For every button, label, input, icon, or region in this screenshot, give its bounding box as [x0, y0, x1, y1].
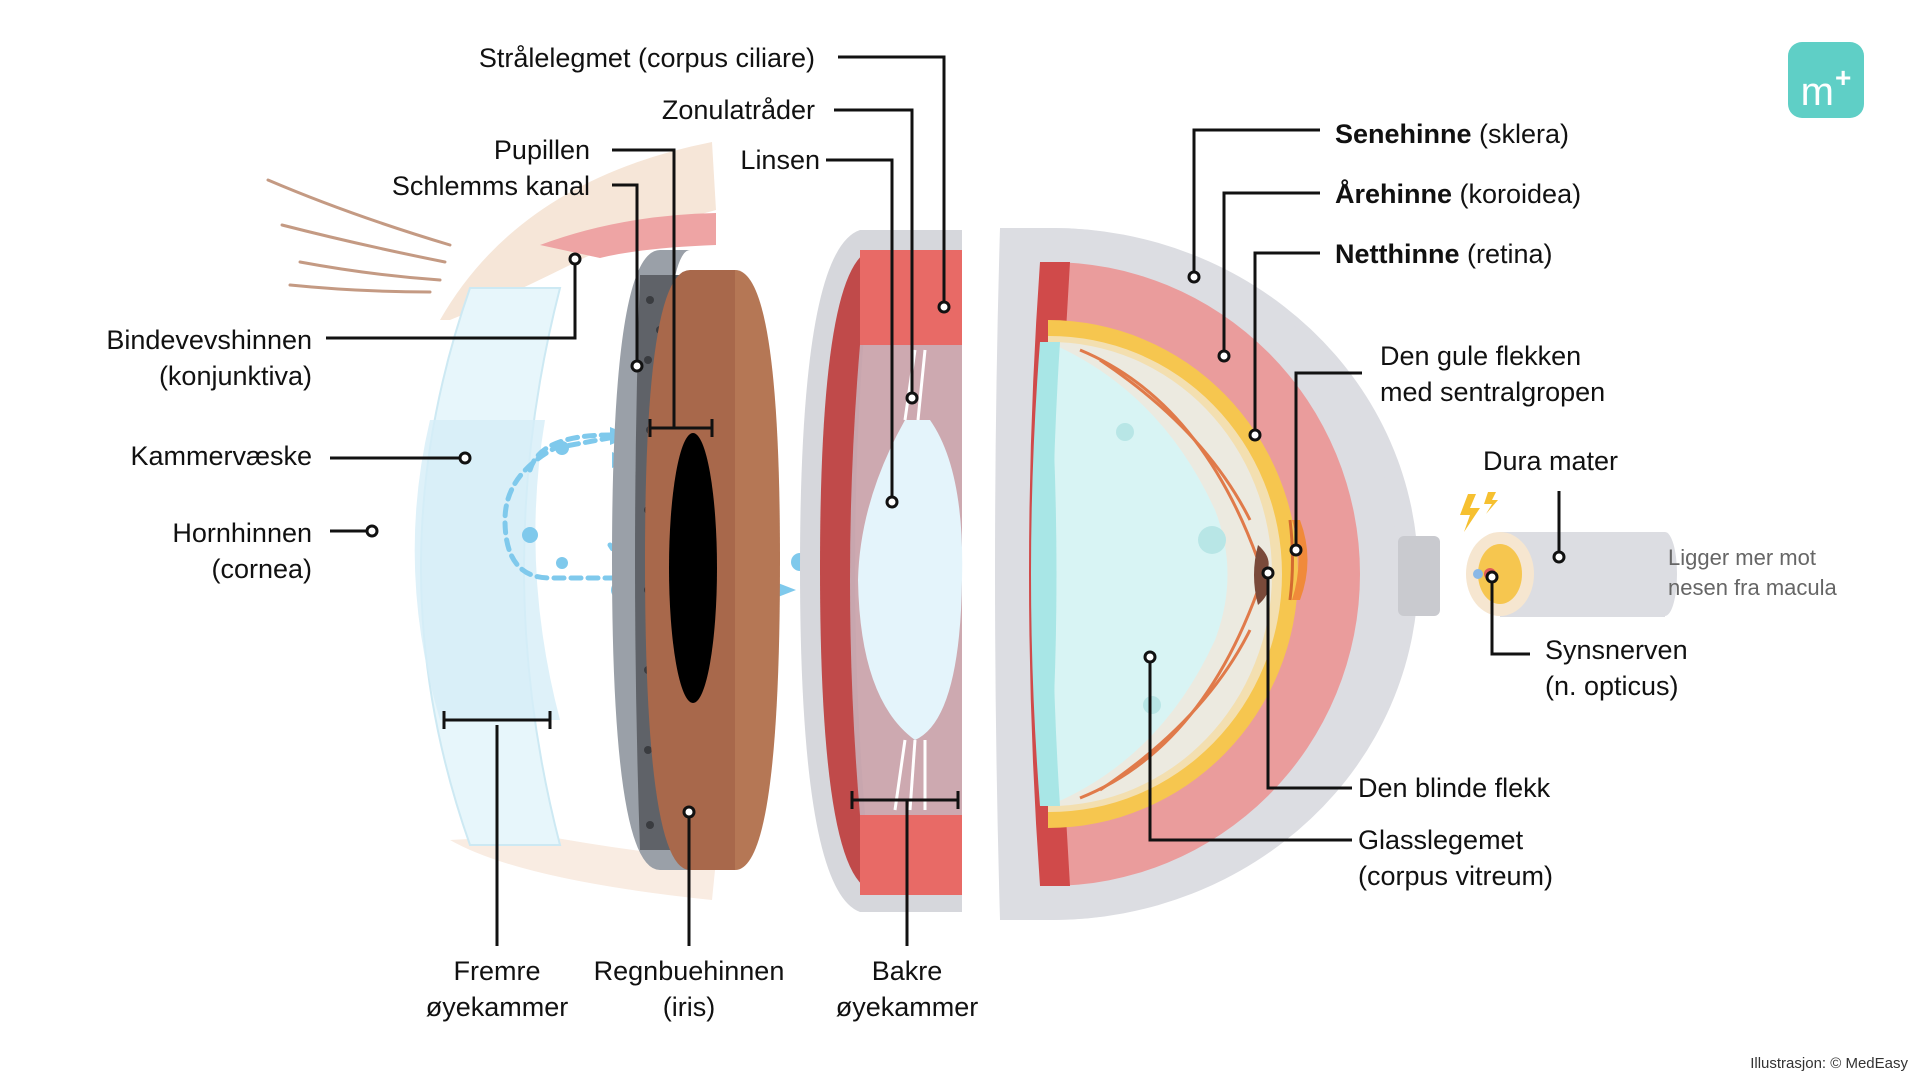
- lower-eyelid: [450, 835, 716, 900]
- logo-letter: m: [1800, 70, 1834, 114]
- label-sklera-bold: Senehinne: [1335, 119, 1472, 149]
- label-dura-mater: Dura mater: [1483, 446, 1619, 476]
- label-fremre-2: øyekammer: [425, 992, 569, 1022]
- label-koroidea: Årehinne (koroidea): [1335, 176, 1581, 212]
- medeasy-logo[interactable]: m+: [1788, 42, 1864, 118]
- label-glasslegemet-2: (corpus vitreum): [1358, 861, 1554, 891]
- conjunctiva-upper: [540, 213, 716, 258]
- note-line-1: Ligger mer mot: [1668, 545, 1816, 570]
- label-cornea-1: Hornhinnen: [172, 518, 312, 548]
- eyelashes: [266, 178, 452, 294]
- label-retina-bold: Netthinne: [1335, 239, 1460, 269]
- label-cornea-2: (cornea): [211, 554, 312, 584]
- label-macula-2: med sentralgropen: [1380, 377, 1606, 407]
- label-sklera: Senehinne (sklera): [1335, 116, 1569, 152]
- vitreous-body: [1039, 342, 1228, 806]
- label-fremre-1: Fremre: [453, 956, 541, 986]
- logo-plus: +: [1834, 62, 1852, 93]
- label-konjunktiva-1: Bindevevshinnen: [106, 325, 312, 355]
- upper-eyelid: [440, 142, 716, 320]
- label-linsen: Linsen: [740, 145, 820, 175]
- globe: [995, 227, 1419, 921]
- label-retina-rest: (retina): [1459, 239, 1553, 269]
- image-credit: Illustrasjon: © MedEasy: [1750, 1055, 1908, 1072]
- macula-shape: [1292, 520, 1308, 600]
- label-schlemm: Schlemms kanal: [391, 171, 590, 201]
- label-macula-1: Den gule flekken: [1380, 341, 1582, 371]
- label-glasslegemet-1: Glasslegemet: [1358, 825, 1524, 855]
- label-kammervaeske: Kammervæske: [130, 441, 312, 471]
- label-bakre-1: Bakre: [871, 956, 943, 986]
- retinal-vessels: [1079, 348, 1260, 800]
- label-synsnerven-2: (n. opticus): [1545, 671, 1679, 701]
- label-konjunktiva-2: (konjunktiva): [158, 361, 312, 391]
- posterior-chamber: [800, 230, 963, 912]
- leader-lines: [326, 55, 1561, 946]
- ciliary-body-lower: [860, 815, 962, 895]
- label-zonula: Zonulatråder: [661, 95, 815, 125]
- label-iris-2: (iris): [662, 992, 716, 1022]
- optic-disc-shape: [1254, 545, 1269, 605]
- nerve-stub: [1398, 536, 1440, 616]
- optic-nerve: [1466, 532, 1677, 617]
- label-koroidea-bold: Årehinne: [1335, 179, 1453, 209]
- label-iris-1: Regnbuehinnen: [593, 956, 785, 986]
- label-pupillen: Pupillen: [493, 135, 590, 165]
- label-sklera-rest: (sklera): [1471, 119, 1570, 149]
- label-bakre-2: øyekammer: [835, 992, 979, 1022]
- leader-dots: [365, 252, 1566, 819]
- pupil: [669, 433, 717, 703]
- label-blinde-flekk: Den blinde flekk: [1358, 773, 1551, 803]
- lightning-icon: [1460, 492, 1498, 532]
- label-corpus-ciliare: Strålelegmet (corpus ciliare): [478, 43, 815, 73]
- label-synsnerven-1: Synsnerven: [1545, 635, 1688, 665]
- cornea: [414, 287, 562, 846]
- lens: [858, 420, 963, 740]
- note-line-2: nesen fra macula: [1668, 575, 1837, 600]
- label-koroidea-rest: (koroidea): [1452, 179, 1582, 209]
- zonular-fibers: [893, 349, 927, 811]
- label-retina: Netthinne (retina): [1335, 236, 1553, 272]
